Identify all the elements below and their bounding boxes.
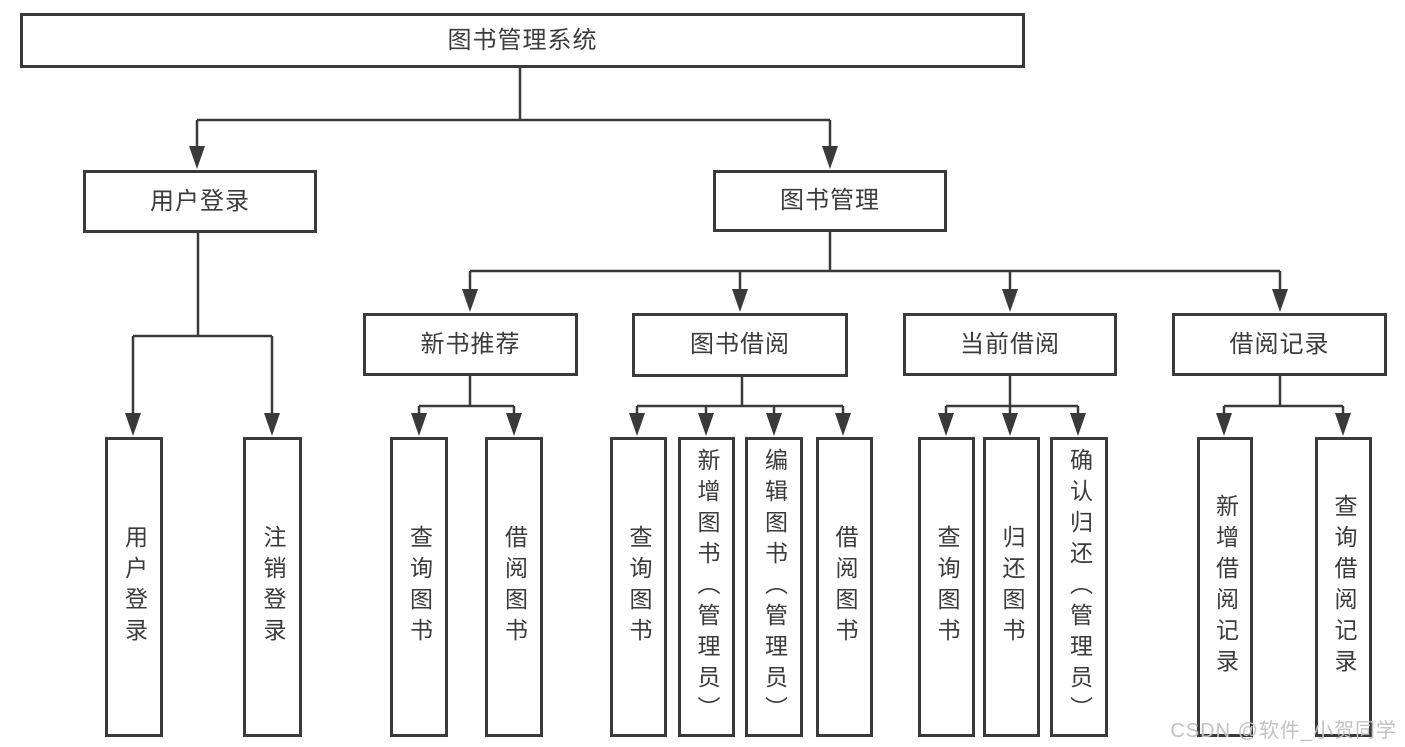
node-label: 归还图书 bbox=[999, 525, 1025, 649]
leaf-borrow-books-2: 借阅图书 bbox=[816, 437, 873, 737]
node-label: 新增借阅记录 bbox=[1212, 494, 1239, 680]
leaf-query-books-2: 查询图书 bbox=[610, 437, 667, 737]
node-label: 图书管理 bbox=[780, 187, 880, 214]
leaf-return-books: 归还图书 bbox=[983, 437, 1040, 737]
leaf-logout: 注销登录 bbox=[243, 437, 302, 737]
node-book-management-module: 图书管理 bbox=[713, 170, 947, 232]
leaf-query-borrow-record: 查询借阅记录 bbox=[1315, 437, 1372, 737]
node-user-login-module: 用户登录 bbox=[83, 170, 317, 233]
node-current-borrow: 当前借阅 bbox=[903, 313, 1117, 376]
node-label: 编辑图书（管理员） bbox=[761, 447, 788, 727]
node-label: 注销登录 bbox=[260, 525, 286, 649]
node-label: 图书管理系统 bbox=[447, 26, 598, 54]
node-label: 当前借阅 bbox=[960, 330, 1060, 358]
node-label: 借阅记录 bbox=[1229, 330, 1330, 358]
csdn-watermark: CSDN @软件_小贺同学 bbox=[1170, 720, 1397, 742]
leaf-query-books-1: 查询图书 bbox=[390, 437, 448, 737]
leaf-borrow-books-1: 借阅图书 bbox=[485, 437, 543, 737]
leaf-edit-books-admin: 编辑图书（管理员） bbox=[745, 437, 803, 737]
node-label: 用户登录 bbox=[121, 525, 148, 649]
node-label: 新书推荐 bbox=[420, 330, 521, 358]
node-label: 用户登录 bbox=[150, 187, 250, 215]
node-label: 新增图书（管理员） bbox=[694, 447, 720, 727]
node-label: 借阅图书 bbox=[501, 525, 528, 649]
node-label: 借阅图书 bbox=[832, 525, 858, 649]
node-label: 查询图书 bbox=[626, 525, 652, 649]
node-label: 查询图书 bbox=[406, 525, 433, 649]
node-label: 查询图书 bbox=[934, 525, 960, 649]
leaf-user-login: 用户登录 bbox=[105, 437, 163, 737]
node-book-borrow: 图书借阅 bbox=[632, 313, 848, 377]
node-label: 图书借阅 bbox=[690, 331, 790, 358]
node-root-system: 图书管理系统 bbox=[20, 13, 1025, 68]
leaf-query-books-3: 查询图书 bbox=[918, 437, 975, 737]
node-new-book-recommend: 新书推荐 bbox=[363, 313, 578, 376]
node-borrow-records: 借阅记录 bbox=[1172, 313, 1387, 376]
node-label: 查询借阅记录 bbox=[1331, 494, 1357, 680]
leaf-confirm-return-admin: 确认归还（管理员） bbox=[1050, 437, 1108, 737]
leaf-add-books-admin: 新增图书（管理员） bbox=[678, 437, 735, 737]
leaf-add-borrow-record: 新增借阅记录 bbox=[1197, 437, 1253, 737]
node-label: 确认归还（管理员） bbox=[1066, 447, 1093, 727]
